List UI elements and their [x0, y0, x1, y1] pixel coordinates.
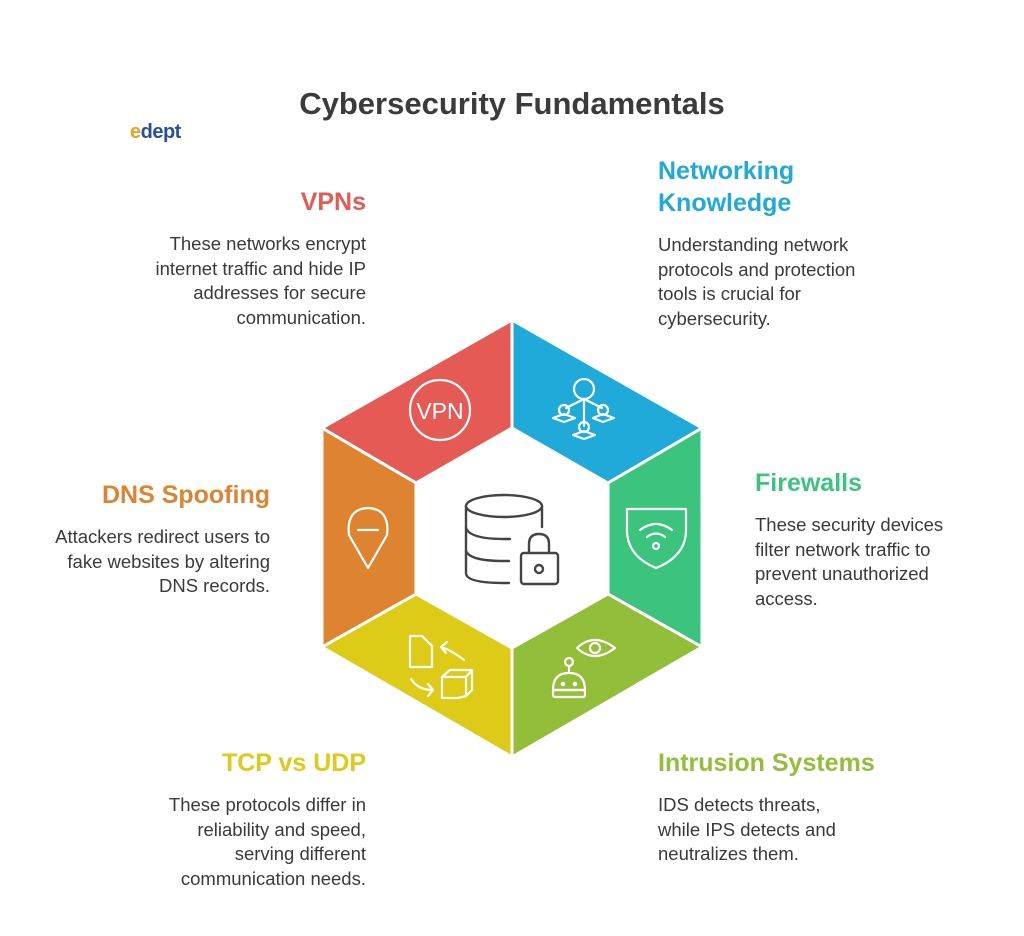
text-block-networking: Networking Knowledge Understanding netwo… [658, 155, 958, 331]
vpn-icon: VPN [408, 378, 472, 442]
description-firewalls: These security devices filter network tr… [755, 514, 944, 609]
text-block-firewalls: Firewalls These security devices filter … [755, 467, 1024, 611]
database-lock-icon [464, 493, 560, 586]
text-block-dns: DNS Spoofing Attackers redirect users to… [0, 479, 270, 599]
description-tcpudp: These protocols differ in reliability an… [168, 794, 366, 889]
heading-tcpudp: TCP vs UDP [221, 749, 366, 777]
description-networking: Understanding network protocols and prot… [658, 234, 856, 329]
heading-networking: Networking Knowledge [658, 157, 795, 217]
heading-vpns: VPNs [300, 188, 366, 216]
segment-dns [320, 426, 418, 649]
text-block-intrusion: Intrusion Systems IDS detects threats, w… [658, 747, 958, 867]
robot-eye-icon [551, 638, 617, 699]
page-title: Cybersecurity Fundamentals [299, 86, 725, 121]
heading-firewalls: Firewalls [755, 469, 862, 497]
network-hierarchy-icon [551, 377, 616, 441]
svg-text:VPN: VPN [416, 398, 463, 424]
description-vpns: These networks encrypt internet traffic … [155, 233, 366, 328]
location-pin-minus-icon [347, 506, 389, 570]
shield-wifi-icon [625, 507, 688, 570]
logo: edept [130, 121, 181, 143]
description-dns: Attackers redirect users to fake website… [55, 526, 270, 596]
description-intrusion: IDS detects threats, while IPS detects a… [658, 794, 836, 864]
heading-intrusion: Intrusion Systems [658, 749, 875, 777]
text-block-tcpudp: TCP vs UDP These protocols differ in rel… [66, 747, 366, 891]
heading-dns: DNS Spoofing [101, 481, 270, 509]
file-exchange-icon [408, 634, 474, 700]
text-block-vpns: VPNs These networks encrypt internet tra… [66, 186, 366, 330]
